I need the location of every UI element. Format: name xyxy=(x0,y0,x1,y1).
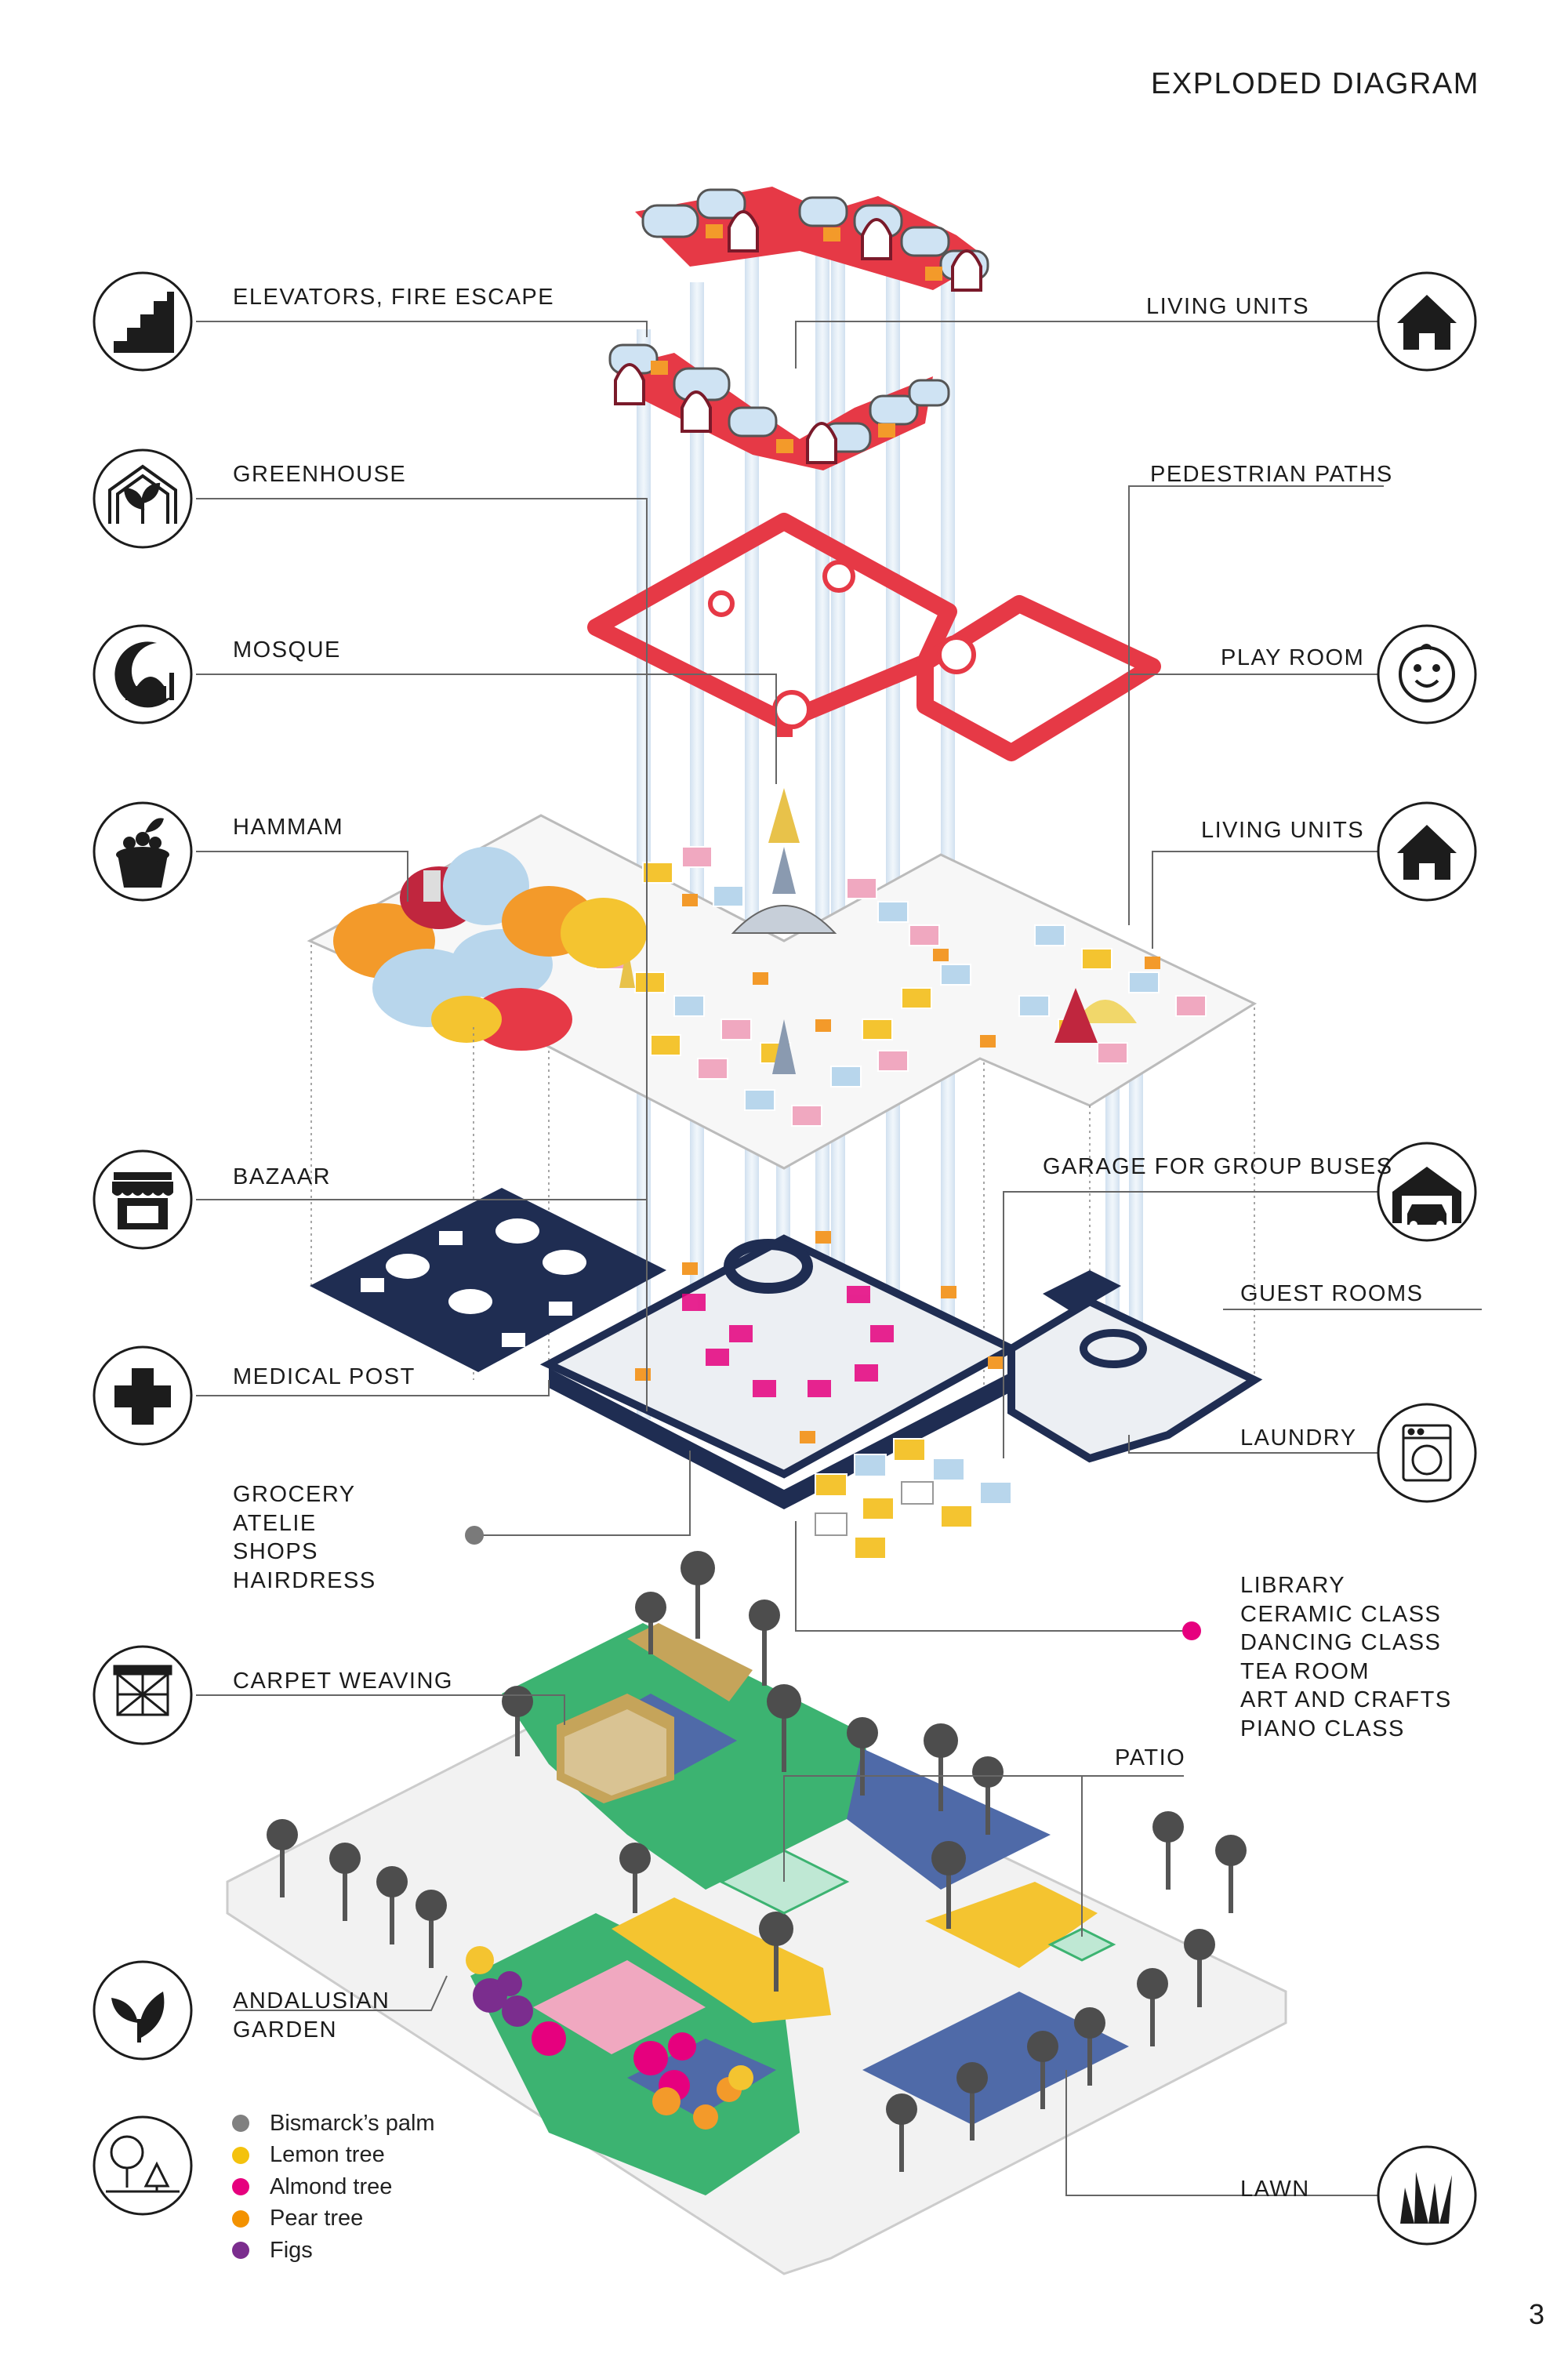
label-play-room: PLAY ROOM xyxy=(1221,645,1365,670)
label-patio: PATIO xyxy=(1115,1745,1186,1770)
icon-circles-left xyxy=(93,271,193,2216)
carpet-icon xyxy=(113,1665,172,1716)
house-icon-mid xyxy=(1397,825,1457,880)
tree-legend: Bismarck’s palm Lemon tree Almond tree P… xyxy=(232,2108,435,2267)
grass-icon xyxy=(1400,2172,1452,2224)
second-roof-units xyxy=(608,343,950,470)
label-medical-post: MEDICAL POST xyxy=(233,1364,416,1389)
class-item: TEA ROOM xyxy=(1240,1658,1370,1684)
mosque-icon xyxy=(114,641,174,708)
hammam-icon xyxy=(116,818,169,888)
label-hammam: HAMMAM xyxy=(233,815,344,840)
legend-dot xyxy=(232,2178,249,2196)
class-list: LIBRARY CERAMIC CLASS DANCING CLASS TEA … xyxy=(1240,1571,1452,1743)
page-number: 3 xyxy=(1528,2298,1544,2330)
house-icon-top xyxy=(1397,295,1457,350)
shop-icon xyxy=(112,1172,173,1229)
top-roof-units xyxy=(635,187,989,292)
label-garage: GARAGE FOR GROUP BUSES xyxy=(1043,1154,1393,1179)
class-item: ART AND CRAFTS xyxy=(1240,1687,1452,1712)
icon-circles-right xyxy=(1377,271,1477,2246)
label-greenhouse: GREENHOUSE xyxy=(233,462,407,487)
cross-icon xyxy=(114,1368,171,1425)
baby-face-icon xyxy=(1399,644,1455,703)
page-title: EXPLODED DIAGRAM xyxy=(1151,67,1479,100)
legend-dot xyxy=(232,2210,249,2228)
legend-item: Figs xyxy=(232,2235,435,2267)
stairs-icon xyxy=(114,292,174,353)
legend-dot xyxy=(232,2115,249,2133)
class-item: LIBRARY xyxy=(1240,1573,1346,1598)
class-item: CERAMIC CLASS xyxy=(1240,1601,1442,1627)
legend-item: Almond tree xyxy=(232,2171,435,2203)
class-item: PIANO CLASS xyxy=(1240,1716,1405,1741)
label-mosque: MOSQUE xyxy=(233,637,341,663)
garage-car-icon xyxy=(1392,1167,1461,1229)
grocery-item: HAIRDRESS xyxy=(233,1567,376,1593)
label-carpet-weaving: CARPET WEAVING xyxy=(233,1669,453,1694)
garden-layer xyxy=(226,1551,1287,2275)
grocery-list: GROCERY ATELIE SHOPS HAIRDRESS xyxy=(233,1480,376,1595)
hammam-domes xyxy=(333,847,647,1051)
label-laundry: LAUNDRY xyxy=(1240,1425,1357,1451)
label-living-units-mid: LIVING UNITS xyxy=(1201,818,1365,843)
class-item: DANCING CLASS xyxy=(1240,1630,1442,1655)
washing-machine-icon xyxy=(1402,1424,1452,1482)
legend-dot xyxy=(232,2242,249,2260)
label-pedestrian-paths: PEDESTRIAN PATHS xyxy=(1150,462,1393,487)
grocery-item: GROCERY xyxy=(233,1482,356,1507)
pedestrian-path-layer xyxy=(587,513,1161,761)
legend-item: Bismarck’s palm xyxy=(232,2108,435,2140)
label-bazaar: BAZAAR xyxy=(233,1164,332,1189)
grocery-item: SHOPS xyxy=(233,1539,319,1564)
greenhouse-icon xyxy=(108,464,177,524)
leader-lines xyxy=(196,321,1482,2196)
label-elevators: ELEVATORS, FIRE ESCAPE xyxy=(233,285,555,310)
label-living-units-top: LIVING UNITS xyxy=(1146,294,1310,319)
grocery-item: ATELIE xyxy=(233,1510,317,1536)
label-andalusian-garden: ANDALUSIAN GARDEN xyxy=(233,1988,390,2043)
leaf-icon xyxy=(111,1992,165,2043)
legend-item: Lemon tree xyxy=(232,2140,435,2172)
legend-item: Pear tree xyxy=(232,2203,435,2235)
class-blocks xyxy=(815,1438,1012,1560)
label-lawn: LAWN xyxy=(1240,2177,1310,2202)
legend-dot xyxy=(232,2146,249,2164)
trees-icon xyxy=(106,2135,180,2193)
label-guest-rooms: GUEST ROOMS xyxy=(1240,1281,1424,1306)
